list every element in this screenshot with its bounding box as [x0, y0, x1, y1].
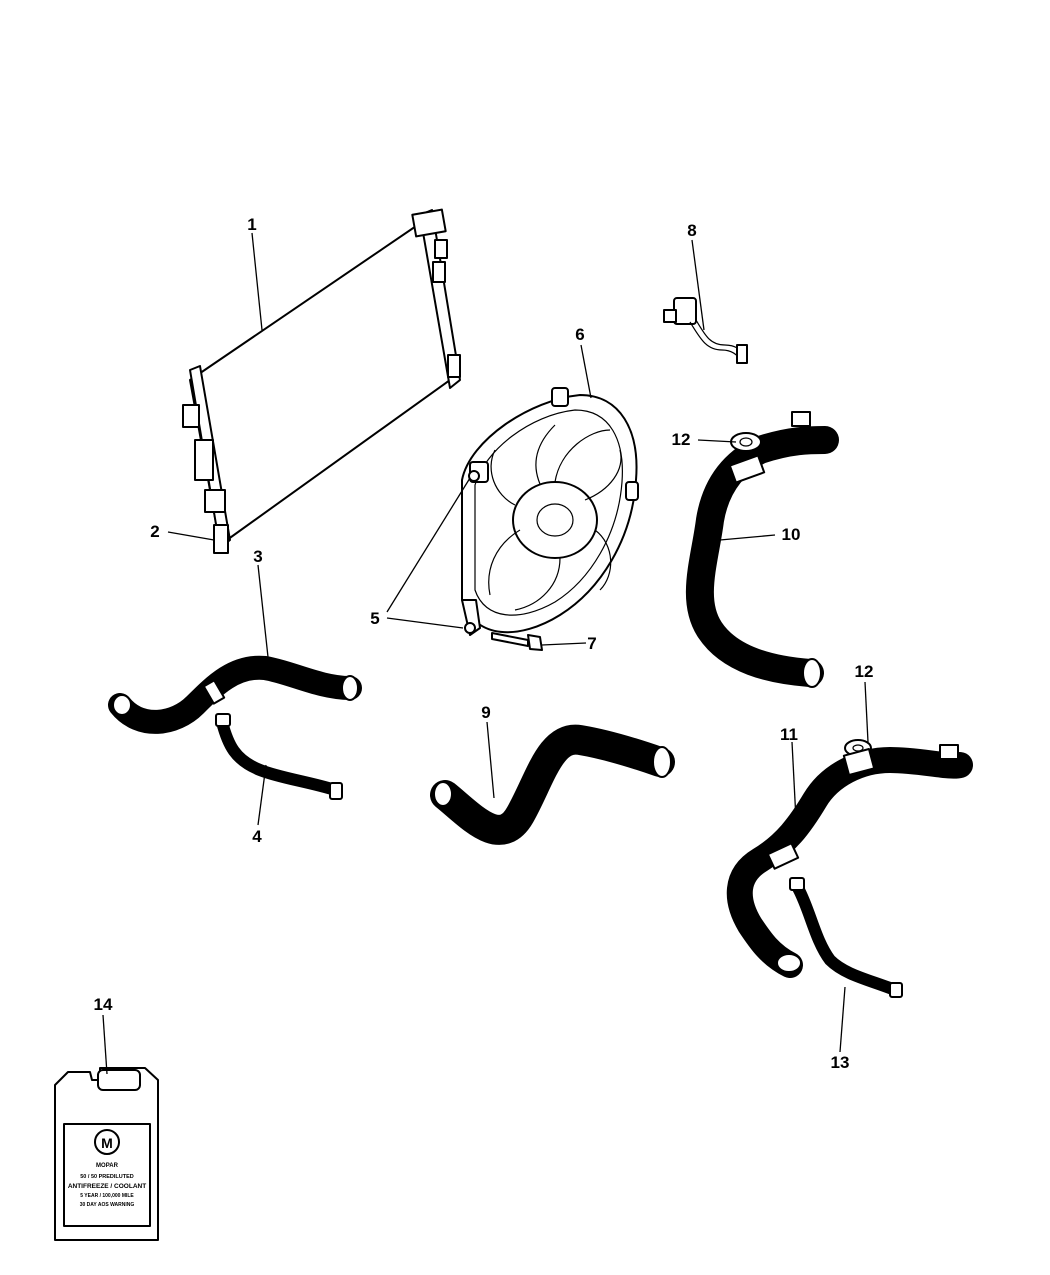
coolant-brand: MOPAR: [96, 1163, 119, 1169]
callout-4: 4: [252, 827, 262, 846]
radiator-hose-upper-left: [108, 655, 362, 734]
callout-6: 6: [575, 325, 584, 344]
callout-3: 3: [253, 547, 262, 566]
coolant-label: MOPAR 50 / 50 PREDILUTED ANTIFREEZE / CO…: [68, 1163, 146, 1208]
leader-lines: [102, 232, 869, 1075]
coolant-line-4: 30 DAY AOS WARNING: [80, 1202, 135, 1208]
radiator-hose-lower: [430, 724, 675, 845]
bolt: [491, 632, 543, 651]
callout-2: 2: [150, 522, 159, 541]
callout-13: 13: [831, 1053, 850, 1072]
radiator: [182, 208, 461, 554]
radiator-hose-upper-right: [685, 411, 839, 688]
coolant-line-1: 50 / 50 PREDILUTED: [80, 1174, 134, 1180]
callout-numbers: 1 2 3 4 5 6 7 8 9 10 11 12 12 13 14: [94, 215, 874, 1072]
callout-9: 9: [481, 703, 490, 722]
callout-10: 10: [782, 525, 801, 544]
radiator-hose-lower-right: [726, 744, 973, 978]
callout-14: 14: [94, 995, 113, 1014]
coolant-line-2: ANTIFREEZE / COOLANT: [68, 1183, 146, 1190]
callout-12-lower: 12: [855, 662, 874, 681]
coolant-jug: M: [54, 1067, 159, 1241]
callout-12-upper: 12: [672, 430, 691, 449]
callout-5: 5: [370, 609, 379, 628]
callout-11: 11: [780, 725, 798, 744]
coolant-line-3: 5 YEAR / 100,000 MILE: [80, 1193, 134, 1199]
cooling-fan-assembly: [461, 387, 639, 636]
bypass-hose: [789, 877, 903, 998]
radiator-hose-small-left: [215, 713, 343, 800]
mopar-m-glyph: M: [101, 1135, 113, 1151]
callout-1: 1: [247, 215, 256, 234]
mopar-logo-icon: [94, 1129, 120, 1155]
callout-7: 7: [587, 634, 596, 653]
wiring-harness: [663, 297, 748, 364]
callout-8: 8: [687, 221, 696, 240]
